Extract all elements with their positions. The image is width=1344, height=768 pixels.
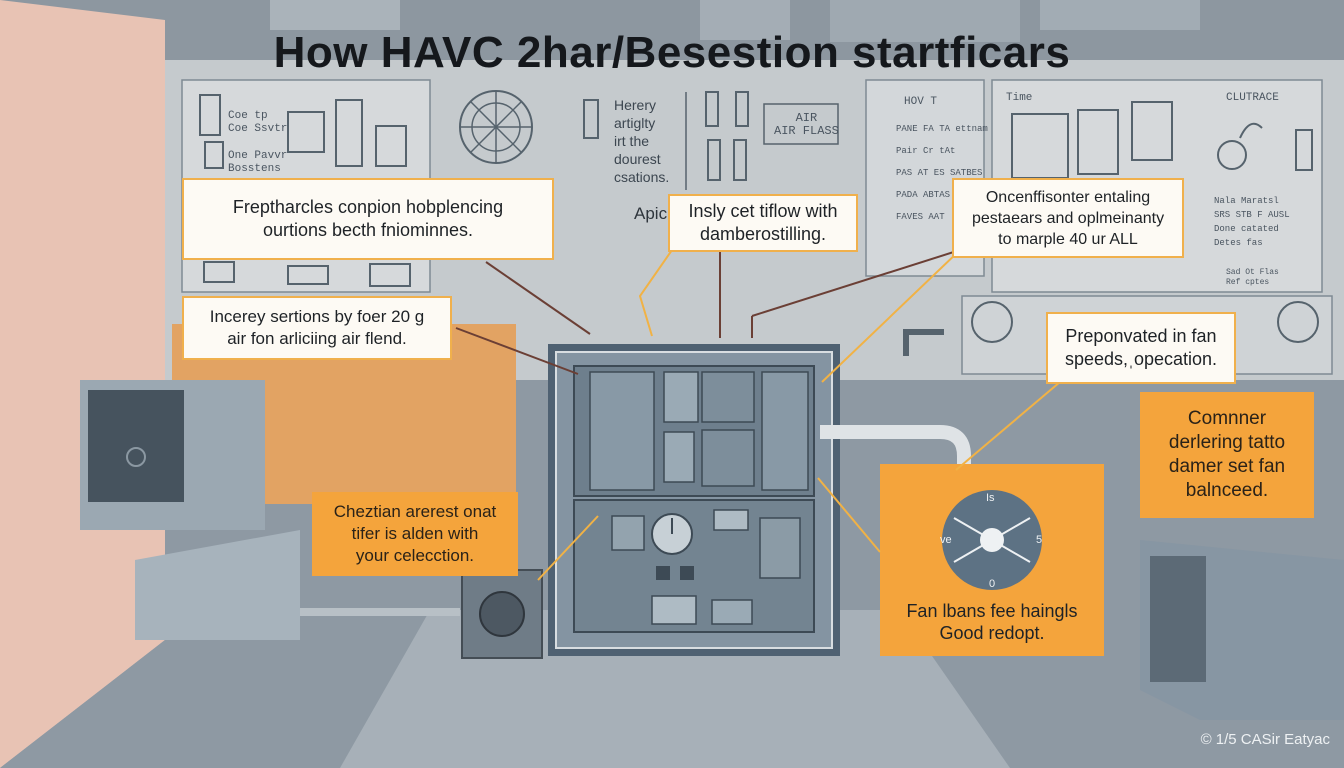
callout-line: your celecction. — [355, 546, 475, 565]
callout-line: tifer is alden with — [351, 524, 479, 543]
callout-line: damer set fan — [1168, 456, 1286, 477]
callout-line: balnceed. — [1185, 480, 1269, 501]
callout-line: speeds,ˌopecation. — [1064, 349, 1218, 369]
callout-mid-left: Incerey sertions by foer 20 g air fon arl… — [182, 296, 452, 360]
board-label-hovet: HOV T — [904, 96, 938, 108]
board-label-left-1: Coe tp Coe Ssvtr — [228, 110, 288, 135]
board-label-time: Time — [1006, 92, 1033, 104]
fan-dial-left-label: ve — [940, 534, 952, 546]
callout-top-right: Oncenffisonter entaling pestaears and opl… — [952, 178, 1184, 258]
board-label-center: Herery artiglty irt the dourest csations… — [614, 97, 670, 185]
fan-dial-right-label: 5 — [1036, 534, 1043, 546]
callout-line: Cheztian arerest onat — [333, 502, 497, 521]
fan-dial-bottom-label: 0 — [989, 578, 996, 590]
callout-line: Insly cet tiflow with — [688, 201, 838, 221]
callout-line: damberostilling. — [699, 224, 827, 244]
board-label-hovet-rows: PANE FA TA ettnam Pair Cr tAt PAS AT ES … — [896, 124, 988, 222]
callout-line: to marple 40 ur ALL — [998, 230, 1138, 248]
callout-line: Incerey sertions by foer 20 g — [209, 307, 425, 326]
callout-line: derlering tatto — [1168, 432, 1286, 453]
board-label-clutrace: CLUTRACE — [1226, 92, 1279, 104]
callout-line: Freptharсles conpion hobplencing — [232, 197, 504, 217]
air-flass-label: AIR AIR FLASS — [774, 111, 839, 138]
board-label-notes: Nala Maratsl SRS STB F AUSL Done catated… — [1214, 196, 1290, 248]
board-label-left-2: One Pavvr Bosstens — [228, 150, 288, 175]
page-title: How HAVC 2har/Besestion startficars — [273, 28, 1071, 77]
callout-line: Comnner — [1187, 408, 1267, 429]
apic-label: Apic — [634, 204, 668, 223]
callout-top-left: Freptharсles conpion hobplencing ourtions… — [182, 178, 554, 260]
callout-line: Oncenffisonter entaling — [985, 188, 1151, 206]
callout-bottom-left: Cheztian arerest onat tifer is alden with… — [312, 492, 518, 576]
copyright-footer: © 1/5 CASir Eatyac — [1200, 731, 1330, 748]
callout-far-right: Comnner derlering tatto damer set fan balnc… — [1140, 392, 1314, 518]
board-label-small: Sad Ot Flas Ref cptes — [1226, 268, 1279, 287]
callout-line: Preponvated in fan — [1065, 326, 1217, 346]
callout-line: Good redopt. — [939, 623, 1045, 643]
callout-line: Fan lbans fee haingls — [906, 601, 1078, 621]
callout-line: pestaears and oplmeinanty — [971, 209, 1165, 227]
callout-top-center: Insly cet tiflow with damberostilling. — [668, 194, 858, 252]
callout-line: air fon arliciing air flend. — [227, 329, 407, 348]
callout-mid-right: Preponvated in fan speeds,ˌopecation. — [1046, 312, 1236, 384]
fan-dial-top-label: Is — [986, 492, 995, 504]
callout-line: ourtions becth fniominnes. — [262, 220, 474, 240]
